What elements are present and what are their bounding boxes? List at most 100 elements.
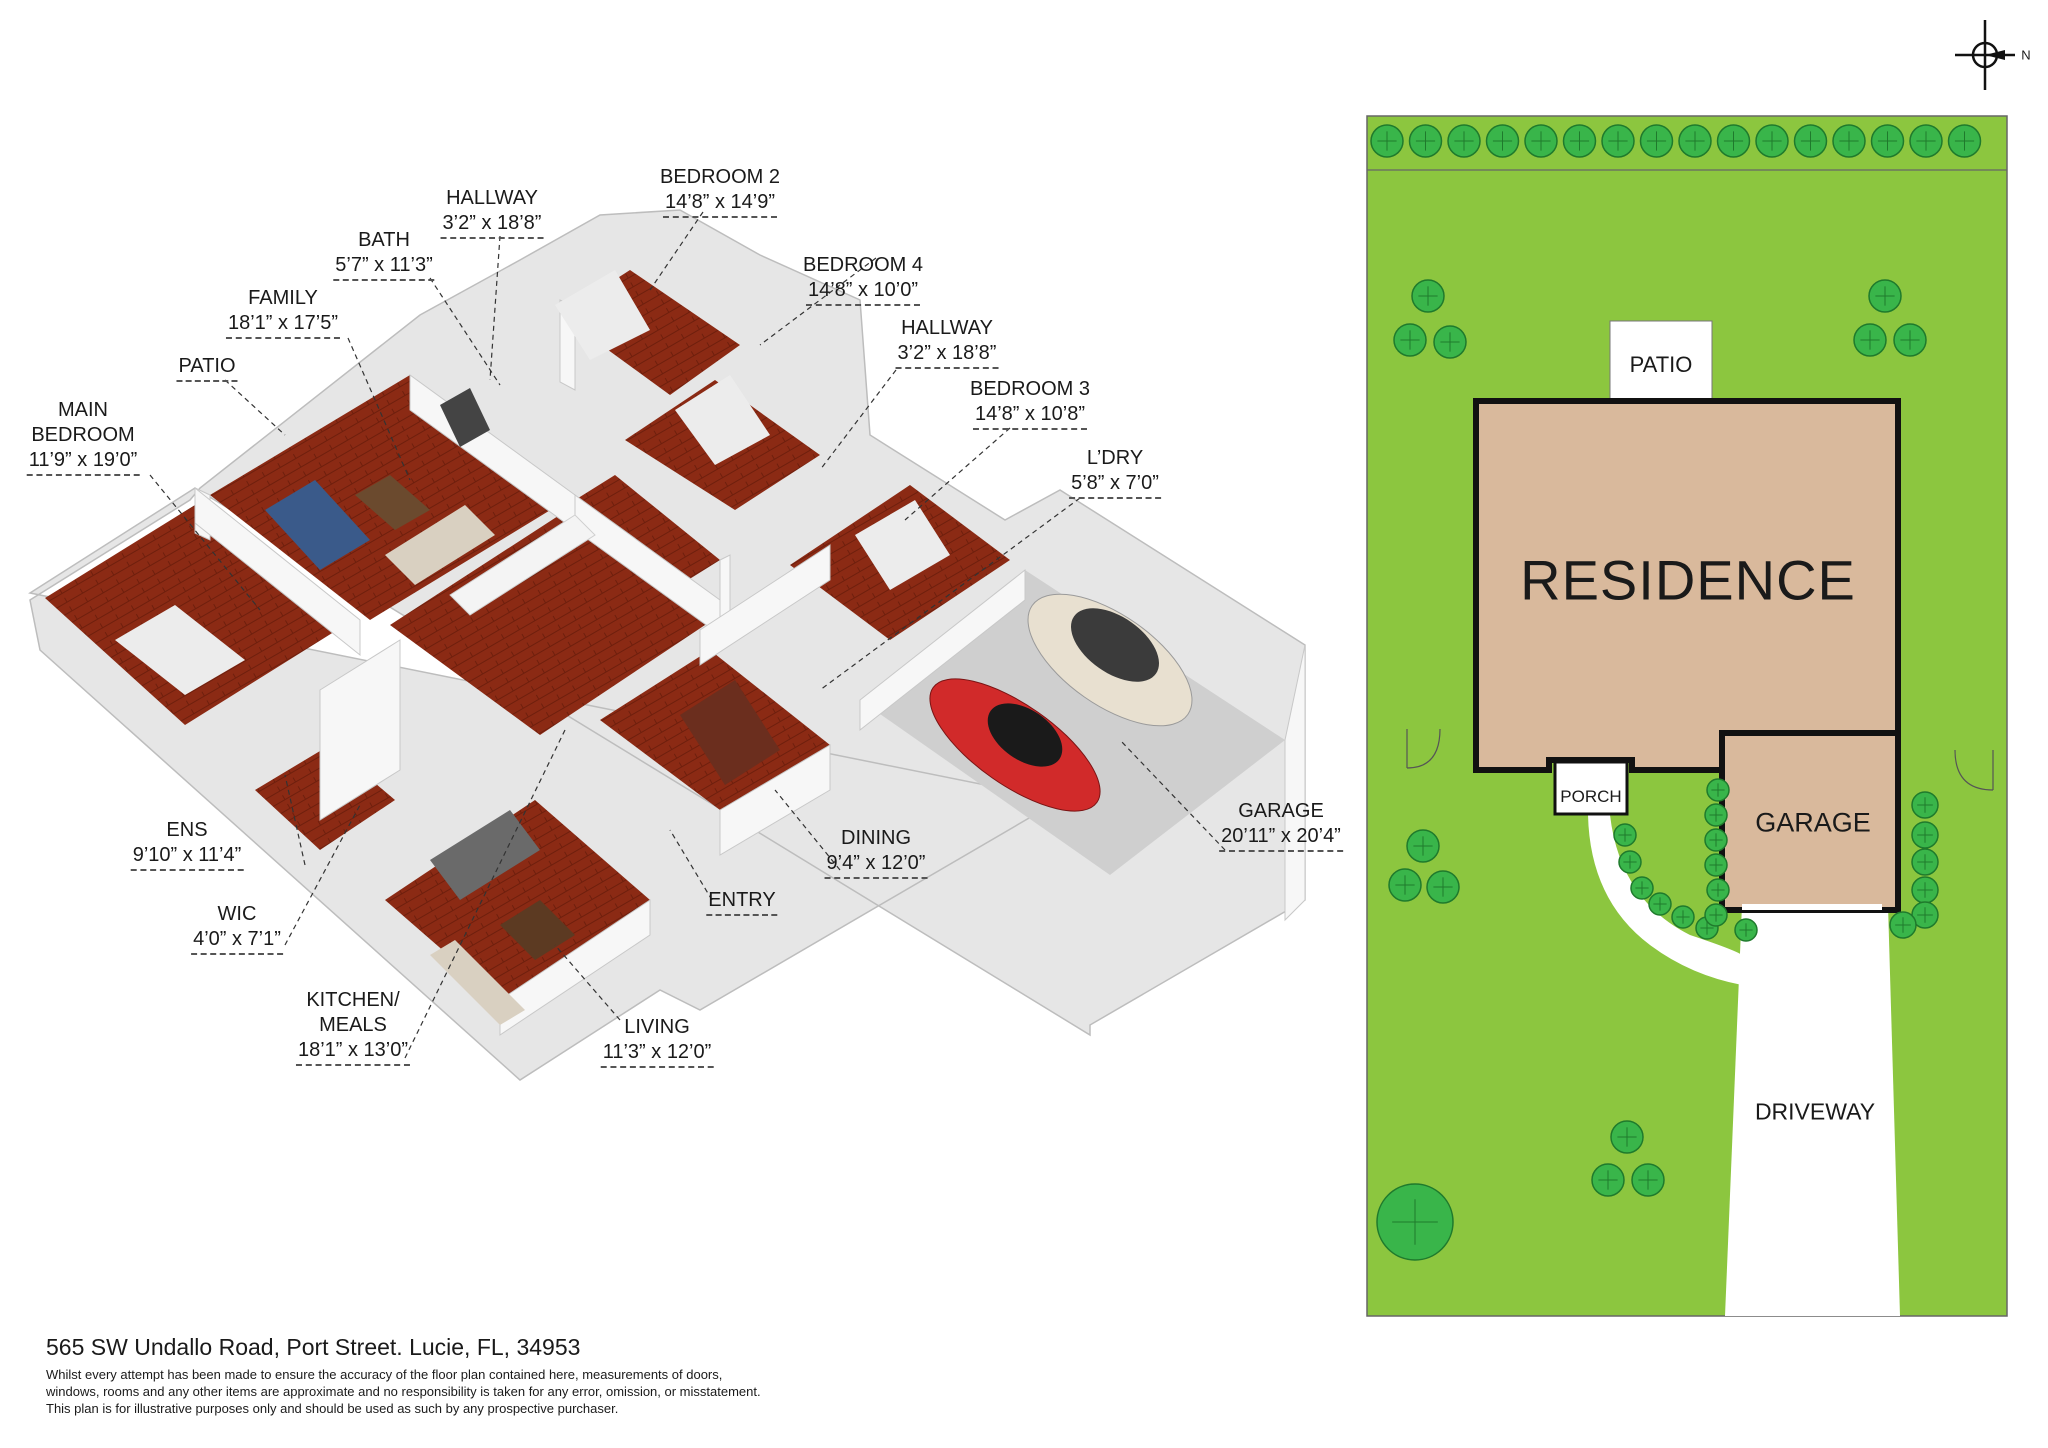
- label-main-bedroom: MAIN BEDROOM 11’9” x 19’0”: [26, 398, 140, 476]
- site-label-patio: PATIO: [1629, 352, 1693, 377]
- room-dims: 14’8” x 10’0”: [805, 278, 921, 306]
- tree-branch: [1433, 877, 1453, 897]
- tree-branch: [1608, 131, 1628, 151]
- disclaimer-line: windows, rooms and any other items are a…: [46, 1384, 761, 1399]
- room-name: L’DRY: [1086, 447, 1144, 469]
- room-dims: 11’3” x 12’0”: [600, 1040, 714, 1068]
- label-entry: ENTRY: [706, 888, 778, 916]
- label-bath: BATH 5’7” x 11’3”: [333, 228, 435, 281]
- tree-branch: [1917, 882, 1933, 898]
- tree-branch: [1418, 286, 1438, 306]
- living-sofa: [430, 810, 540, 900]
- room-dims: 5’7” x 11’3”: [333, 253, 435, 281]
- room-dims: 9’4” x 12’0”: [824, 851, 928, 879]
- living-table: [500, 900, 575, 960]
- kitchen-island: [449, 514, 596, 616]
- bed-bedroom3: [855, 500, 950, 590]
- tree-branch: [1653, 897, 1667, 911]
- bed-bedroom4: [675, 375, 770, 465]
- label-hallway-b: HALLWAY 3’2” x 18’8”: [895, 316, 999, 369]
- main-bedroom-floor: [45, 505, 345, 725]
- label-hallway-a: HALLWAY 3’2” x 18’8”: [440, 186, 544, 239]
- room-dims: 3’2” x 18’8”: [895, 341, 999, 369]
- room-name: DINING: [841, 827, 911, 849]
- room-name: ENTRY: [706, 888, 778, 916]
- room-dims: 14’8” x 14’9”: [662, 190, 778, 218]
- sofa: [265, 480, 370, 570]
- dining-table: [680, 680, 780, 785]
- isometric-floor-plan: [28, 209, 1306, 1081]
- tree-branch: [1762, 131, 1782, 151]
- room-name: BEDROOM 3: [969, 378, 1091, 400]
- label-wic: WIC 4’0” x 7’1”: [191, 902, 283, 955]
- coffee-table: [355, 475, 430, 530]
- car-white-roof: [1071, 608, 1159, 682]
- tree-branch: [1395, 875, 1415, 895]
- garage-cars: [929, 593, 1193, 812]
- living-sofa-2: [430, 940, 525, 1025]
- room-dims: 20’11” x 20’4”: [1219, 824, 1343, 852]
- label-kitchen: KITCHEN/ MEALS 18’1” x 13’0”: [295, 988, 411, 1066]
- site-patio: [1609, 320, 1713, 402]
- tree-branch: [1635, 881, 1649, 895]
- tree-branch: [1598, 1170, 1618, 1190]
- tree-branch: [1916, 131, 1936, 151]
- hallway-floor: [575, 475, 720, 585]
- tree-branch: [1709, 808, 1723, 822]
- room-name: PATIO: [176, 354, 238, 382]
- label-patio: PATIO: [176, 354, 238, 382]
- label-family: FAMILY 18’1” x 17’5”: [225, 286, 341, 339]
- label-bedroom3: BEDROOM 3 14’8” x 10’8”: [970, 377, 1090, 430]
- disclaimer-line: Whilst every attempt has been made to en…: [46, 1367, 723, 1382]
- room-name-line2: BEDROOM: [31, 424, 135, 446]
- room-name: BEDROOM 2: [659, 166, 781, 188]
- tree-branch: [1676, 910, 1690, 924]
- tree-branch: [1895, 917, 1911, 933]
- compass: [1955, 20, 2015, 90]
- tree-branch: [1700, 921, 1714, 935]
- label-dining: DINING 9’4” x 12’0”: [824, 826, 928, 879]
- room-name: HALLWAY: [446, 187, 538, 209]
- property-address: 565 SW Undallo Road, Port Street. Lucie,…: [46, 1334, 581, 1360]
- tree-branch: [1617, 1127, 1637, 1147]
- room-name: GARAGE: [1238, 800, 1324, 822]
- room-name: ENS: [166, 819, 208, 841]
- room-dims: 9’10” x 11’4”: [130, 843, 244, 871]
- tree-branch: [1492, 131, 1513, 151]
- room-dims: 14’8” x 10’8”: [972, 402, 1088, 430]
- tree-branch: [1709, 833, 1723, 847]
- tree-branch: [1413, 836, 1433, 856]
- tree-branch: [1711, 883, 1725, 897]
- tree-branch: [1917, 907, 1933, 923]
- room-name-line2: MEALS: [319, 1014, 387, 1036]
- tree-branch: [1392, 1199, 1438, 1245]
- footer: 565 SW Undallo Road, Port Street. Lucie,…: [46, 1332, 866, 1417]
- room-dims: 3’2” x 18’8”: [440, 211, 544, 239]
- tree-branch: [1709, 908, 1723, 922]
- porch-block: [1553, 760, 1629, 816]
- room-dims: 5’8” x 7’0”: [1069, 471, 1161, 499]
- site-label-porch: PORCH: [1560, 787, 1622, 806]
- site-label-garage: GARAGE: [1755, 807, 1871, 838]
- tree-branch: [1839, 131, 1859, 151]
- tv-unit: [440, 388, 490, 447]
- site-plan: [1366, 115, 2008, 1317]
- bed-main: [115, 605, 245, 695]
- label-laundry: L’DRY 5’8” x 7’0”: [1069, 446, 1161, 499]
- room-dims: 4’0” x 7’1”: [191, 927, 283, 955]
- tree-branch: [1709, 858, 1723, 872]
- tree-branch: [1623, 855, 1637, 869]
- tree-branch: [1531, 131, 1551, 151]
- leader-lines: [149, 211, 1226, 1059]
- tree-branch: [1415, 131, 1436, 151]
- label-bedroom2: BEDROOM 2 14’8” x 14’9”: [660, 165, 780, 218]
- tree-branch: [1618, 828, 1632, 842]
- tree-branch: [1860, 330, 1880, 350]
- front-path: [1588, 815, 1742, 985]
- tree-branch: [1875, 286, 1895, 306]
- tree-branch: [1454, 131, 1474, 151]
- tree-branch: [1917, 797, 1933, 813]
- armchair-sofa: [385, 505, 495, 585]
- label-ens: ENS 9’10” x 11’4”: [130, 818, 244, 871]
